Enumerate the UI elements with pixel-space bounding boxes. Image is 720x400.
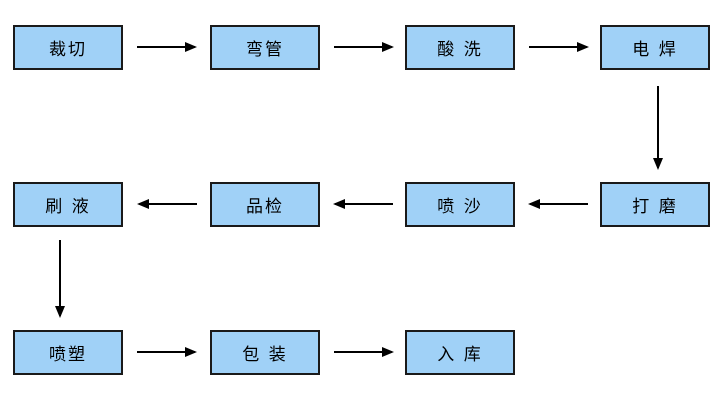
flow-node-sandblasting: 喷 沙 [405, 182, 515, 227]
flow-node-pipe-bending: 弯管 [210, 25, 320, 70]
flow-node-liquid-brushing: 刷 液 [13, 182, 123, 227]
flow-node-welding: 电 焊 [600, 25, 710, 70]
flow-node-acid-washing: 酸 洗 [405, 25, 515, 70]
flow-node-powder-coating: 喷塑 [13, 330, 123, 375]
flow-node-grinding: 打 磨 [600, 182, 710, 227]
flow-node-packaging: 包 装 [210, 330, 320, 375]
flow-node-cutting: 裁切 [13, 25, 123, 70]
flow-node-quality-inspection: 品检 [210, 182, 320, 227]
flow-node-warehousing: 入 库 [405, 330, 515, 375]
